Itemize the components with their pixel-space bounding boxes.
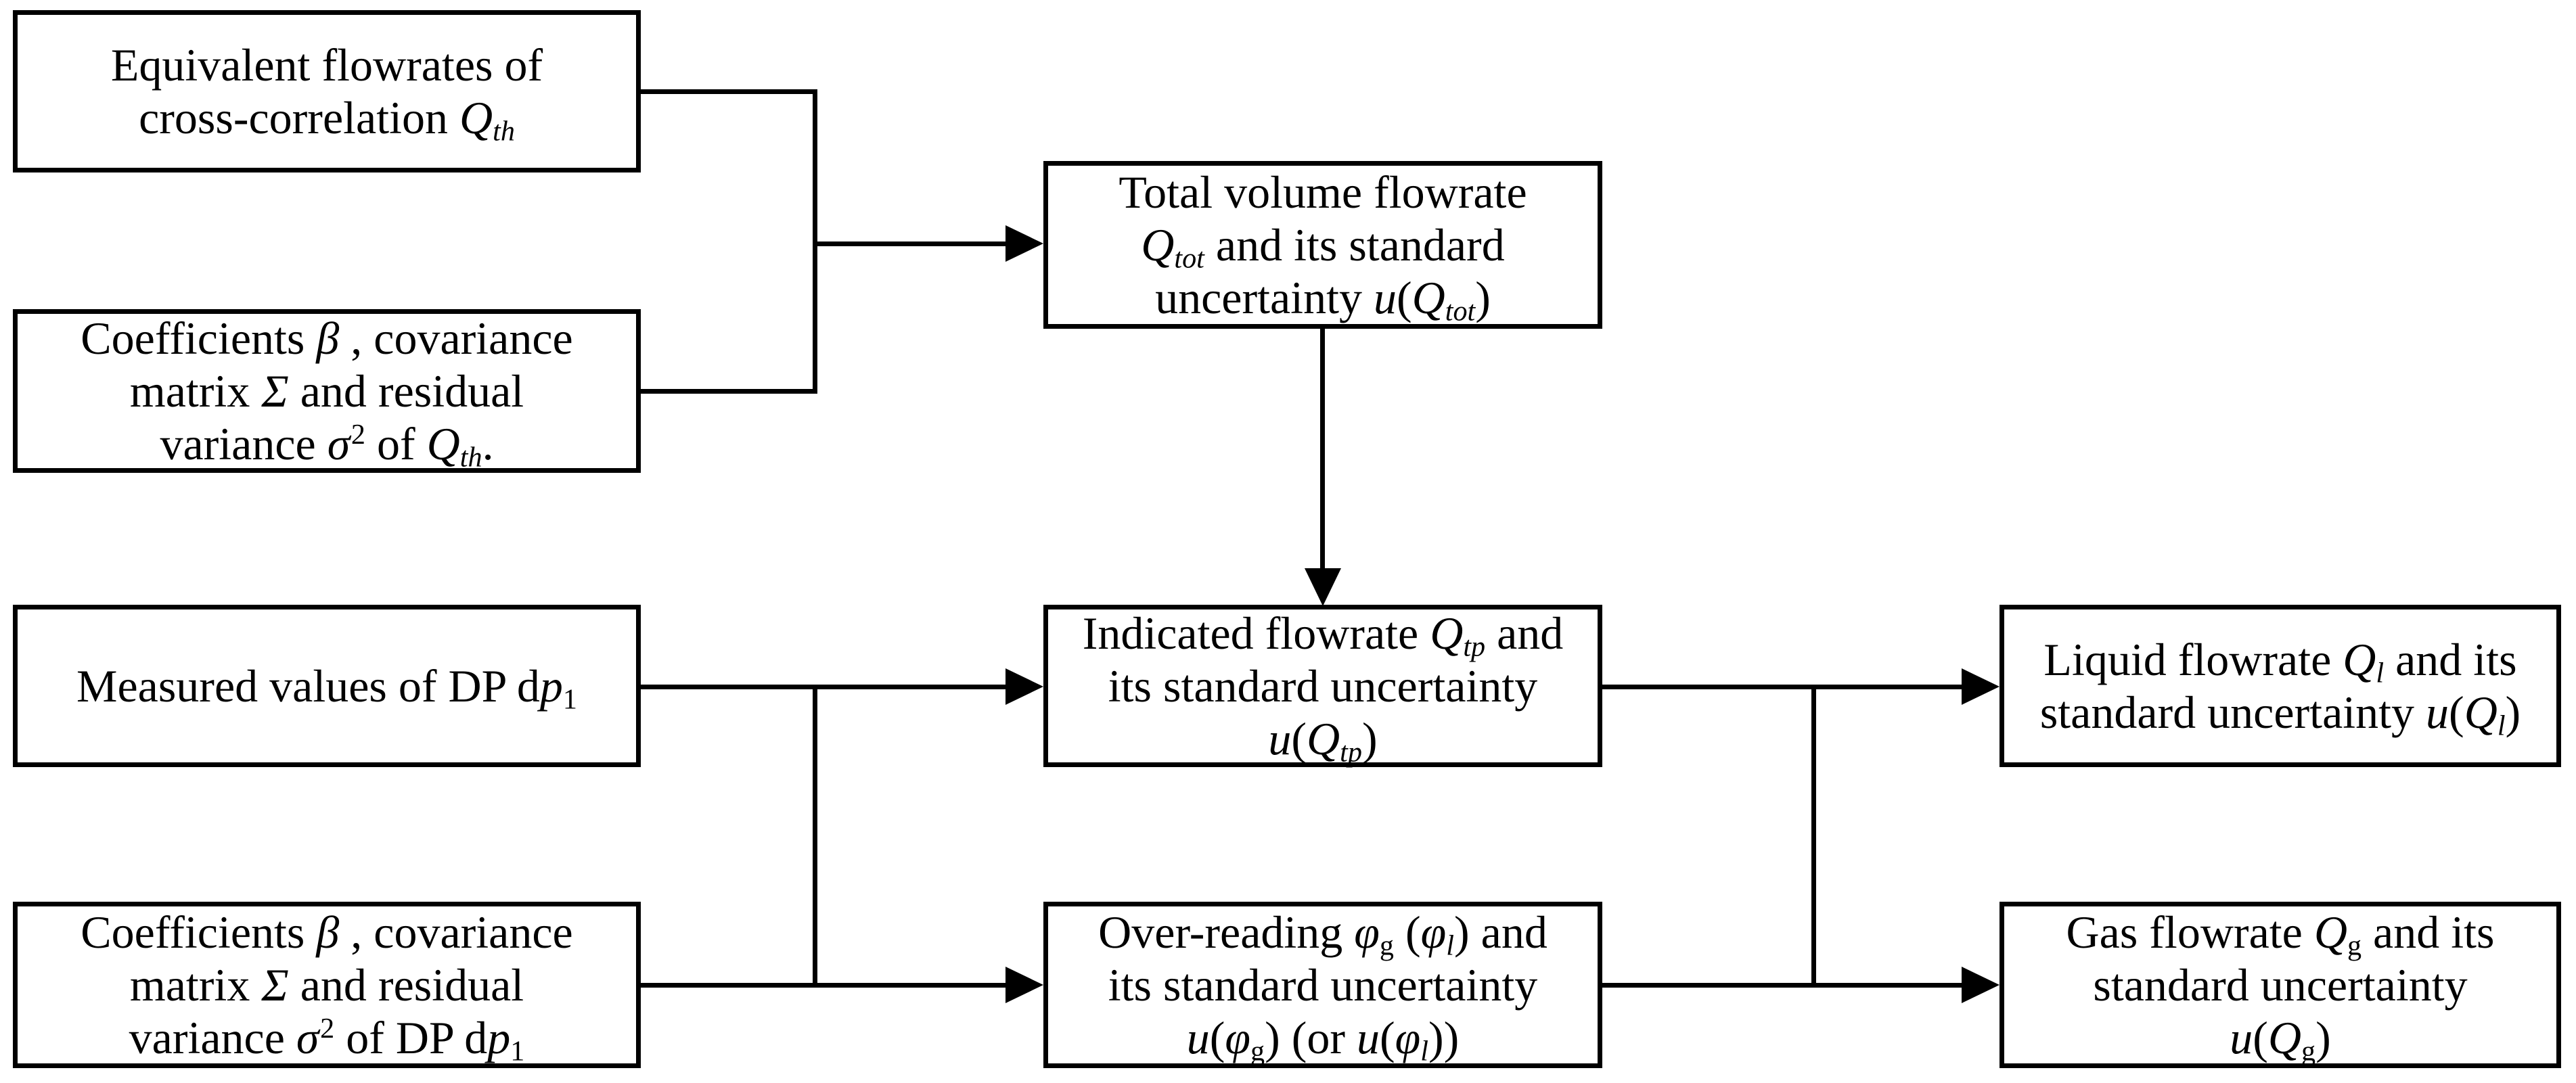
connector-right-junction-vertical [1811,685,1816,988]
connector-measured-dp-to-indicated [641,685,1010,689]
connector-coefficients-qth-to-junction [641,389,817,394]
connector-equivalent-to-junction [641,89,817,94]
connector-coefficients-dp-to-over-reading [641,983,1010,988]
connector-indicated-to-liquid [1602,685,1966,689]
connector-over-reading-to-gas [1602,983,1966,988]
arrowhead-into-liquid-flowrate [1962,668,1999,705]
arrowhead-into-over-reading [1005,967,1043,1003]
arrowhead-into-indicated-flowrate-top [1305,568,1341,606]
arrowhead-into-gas-flowrate [1962,967,1999,1003]
arrowhead-into-indicated-flowrate-left [1005,668,1043,705]
connector-left-bottom-junction-vertical [813,685,817,988]
box-measured-dp-label: Measured values of DP dp1 [76,660,577,716]
arrowhead-into-total-flowrate [1005,225,1043,262]
box-measured-dp: Measured values of DP dp1 [13,605,641,767]
connector-total-to-indicated [1320,329,1325,571]
connector-junction-to-total [813,241,1011,246]
